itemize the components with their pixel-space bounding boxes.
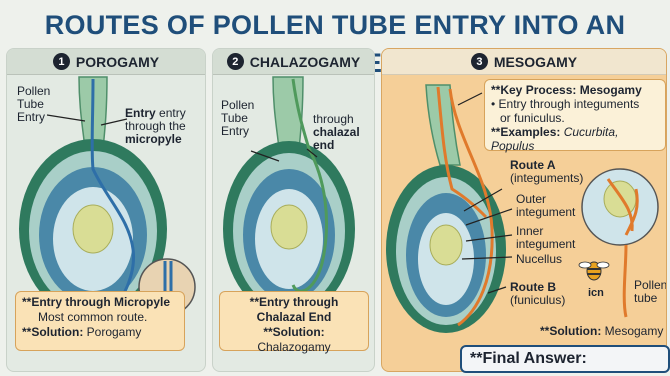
- mesogamy-solution: **Solution: Mesogamy: [540, 325, 663, 338]
- entry-micropyle-label: Entry entry through the micropyle: [125, 107, 205, 146]
- key-process-title: **Key Process: Mesogamy: [491, 83, 659, 97]
- route-b-label: Route B (funiculus): [510, 281, 565, 307]
- pollen-tube-entry-label: Pollen Tube Entry: [221, 99, 254, 138]
- icn-label: icn: [588, 287, 604, 300]
- pollen-tube-label: Pollen tube: [634, 279, 667, 305]
- outer-integument-label: Outer integument: [516, 193, 575, 219]
- porogamy-panel: 1 POROGAMY Pollen Tube Entry Entry entry…: [6, 48, 206, 372]
- inner-integument-label: Inner integument: [516, 225, 575, 251]
- pollen-tube-c: [624, 245, 626, 317]
- page-title: ROUTES OF POLLEN TUBE ENTRY INTO AN OVUL…: [0, 6, 670, 44]
- zoom-egg: [604, 181, 636, 217]
- key-process-box: **Key Process: Mesogamy • Entry through …: [484, 79, 666, 151]
- final-answer-box: **Final Answer: Mesogamy: [460, 345, 670, 373]
- chalazogamy-solution-box: **Entry through Chalazal End **Solution:…: [219, 291, 369, 351]
- examples-line: **Examples: Cucurbita, Populus: [491, 125, 659, 153]
- bee-icon: [579, 262, 609, 280]
- box-title-line2: Chalazal End: [226, 310, 362, 325]
- mesogamy-panel: 3 MESOGAMY: [381, 48, 667, 372]
- egg-cell: [271, 205, 307, 249]
- box-subtitle: Most common route.: [22, 310, 178, 325]
- chalazal-end-label: through chalazal end: [313, 113, 375, 152]
- box-title-line1: **Entry through: [226, 295, 362, 310]
- pollen-tube-entry-label: Pollen Tube Entry: [17, 85, 50, 124]
- egg-cell: [430, 225, 462, 265]
- key-bullet-line2: or funiculus.: [491, 111, 659, 125]
- porogamy-solution-box: **Entry through Micropyle Most common ro…: [15, 291, 185, 351]
- chalazogamy-panel: 2 CHALAZOGAMY Pollen Tube Entry through …: [212, 48, 375, 372]
- key-arrow: [458, 93, 482, 105]
- nucellus-label: Nucellus: [516, 253, 562, 266]
- box-title: **Entry through Micropyle: [22, 295, 178, 310]
- pollen-arrow: [47, 115, 85, 121]
- route-a-label: Route A (integuments): [510, 159, 583, 185]
- egg-cell: [73, 205, 113, 253]
- key-bullet-line1: • Entry through integuments: [491, 97, 659, 111]
